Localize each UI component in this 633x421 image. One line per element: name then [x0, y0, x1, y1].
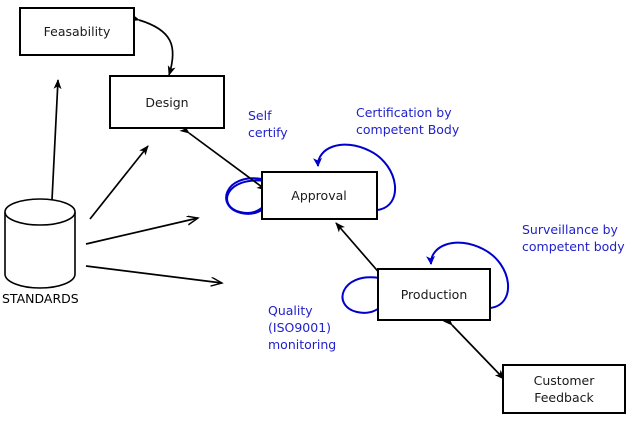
flow-standards-feasability	[51, 79, 62, 201]
svg-text:Self: Self	[248, 108, 272, 123]
svg-text:certify: certify	[248, 125, 288, 140]
flow-production-approval	[335, 222, 383, 277]
loop-surveillance	[426, 241, 510, 309]
node-feasability[interactable]: Feasability	[19, 7, 135, 56]
flow-feasability-design	[129, 13, 176, 76]
svg-text:monitoring: monitoring	[268, 337, 336, 352]
svg-text:(ISO9001): (ISO9001)	[268, 320, 331, 335]
svg-text:Certification by: Certification by	[356, 105, 452, 120]
annotation-surveillance-by-competent-body: Surveillance by competent body	[522, 222, 625, 254]
node-design[interactable]: Design	[109, 75, 225, 129]
node-production-label: Production	[401, 287, 468, 302]
annotation-quality-iso9001-monitoring: Quality (ISO9001) monitoring	[268, 303, 336, 352]
flow-standards-approval	[85, 218, 198, 245]
annotation-self-certify: Self certify	[248, 108, 288, 140]
flow-production-customer-feedback	[442, 315, 505, 380]
loop-certification	[313, 143, 397, 211]
node-customer-feedback-label-line2: Feedback	[534, 390, 594, 405]
node-customer-feedback[interactable]: Customer Feedback	[502, 364, 626, 414]
node-production[interactable]: Production	[377, 268, 491, 321]
node-standards-label: STANDARDS	[2, 291, 79, 306]
svg-text:competent Body: competent Body	[356, 122, 460, 137]
svg-text:Surveillance by: Surveillance by	[522, 222, 619, 237]
node-design-label: Design	[145, 95, 188, 110]
flow-design-approval	[179, 124, 267, 191]
svg-text:Quality: Quality	[268, 303, 313, 318]
annotation-certification-by-competent-body: Certification by competent Body	[356, 105, 460, 137]
svg-text:competent body: competent body	[522, 239, 625, 254]
node-customer-feedback-label-line1: Customer	[534, 373, 596, 388]
flow-standards-design	[89, 145, 149, 220]
flow-standards-production	[85, 265, 222, 283]
node-approval[interactable]: Approval	[261, 171, 378, 220]
node-feasability-label: Feasability	[44, 24, 111, 39]
node-standards-datastore[interactable]: STANDARDS	[2, 198, 79, 306]
node-approval-label: Approval	[291, 188, 346, 203]
